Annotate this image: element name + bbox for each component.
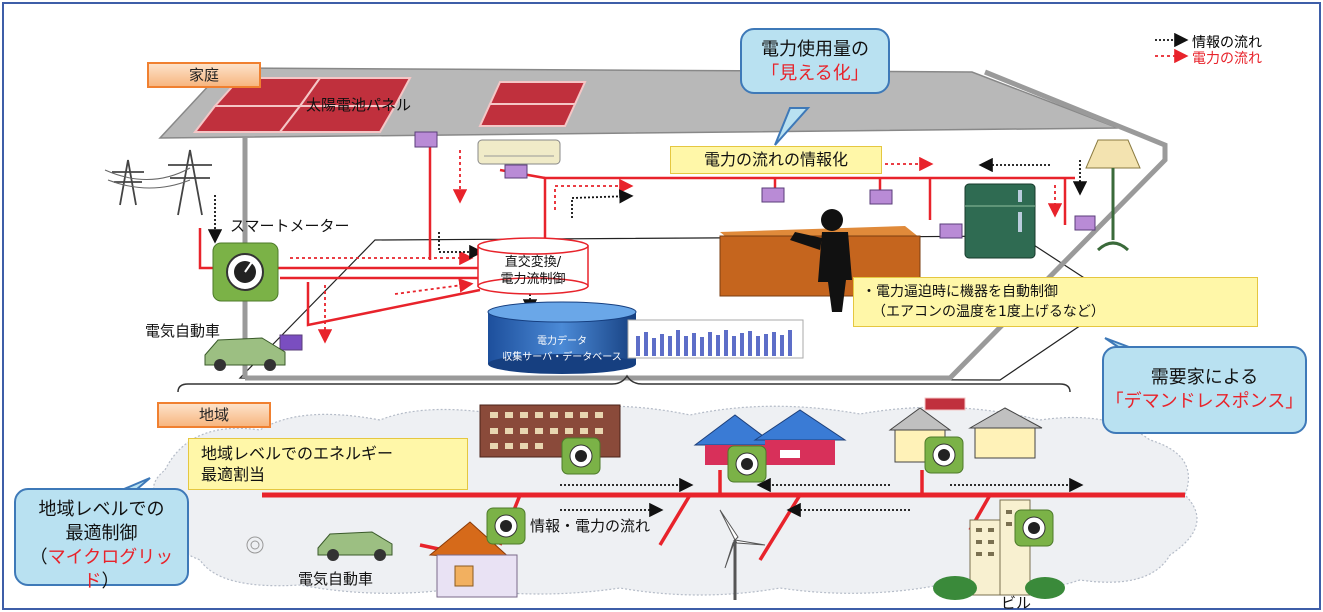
- callout-mg-paren-close: ）: [101, 571, 120, 592]
- section-tag-region: 地域: [157, 402, 271, 428]
- air-conditioner-icon: [477, 139, 561, 165]
- callout-dr-line1: 需要家による: [1150, 367, 1259, 388]
- ev-home-label: 電気自動車: [145, 322, 221, 340]
- legend-info: 情報の流れ: [1192, 32, 1262, 52]
- house-orange-roof-icon: [428, 521, 518, 598]
- legend-power-label: 電力の流れ: [1192, 51, 1262, 67]
- junction-boxes: [279, 131, 1096, 351]
- power-pylon-icon: [104, 149, 212, 216]
- section-tag-home: 家庭: [147, 62, 261, 88]
- data-server-cylinder: [487, 301, 637, 374]
- ev-car-icon-region: [317, 531, 393, 561]
- region-flow-label: 情報・電力の流れ: [530, 517, 651, 535]
- callout-mg-line2: 最適制御: [65, 523, 138, 544]
- callout-mg-line1: 地域レベルでの: [38, 499, 165, 520]
- callout-visualize-line1: 電力使用量の: [761, 39, 869, 60]
- callout-demand-response: 需要家による 「デマンドレスポンス」: [1102, 346, 1307, 434]
- energy-allocation-box: 地域レベルでのエネルギー 最適割当: [188, 438, 468, 490]
- ev-car-icon-home: [204, 337, 286, 371]
- wind-turbine-icon: [719, 509, 766, 600]
- legend-info-label: 情報の流れ: [1192, 35, 1262, 51]
- floor-lamp-icon: [1085, 139, 1141, 252]
- solar-panel-array: [192, 77, 587, 133]
- smart-meter-label: スマートメーター: [230, 217, 350, 235]
- person-silhouette-icon: [790, 209, 852, 312]
- callout-visualize-line2: 「見える化」: [761, 63, 869, 84]
- dc-ac-label-1: 直交変換/: [504, 255, 562, 270]
- smart-meter-icon: [212, 242, 279, 302]
- building-label: ビル: [1001, 594, 1032, 612]
- refrigerator-icon: [964, 183, 1036, 259]
- region-info-arrows: [560, 477, 1084, 518]
- server-label-1: 電力データ: [537, 336, 587, 347]
- region-smart-meters: [486, 436, 1054, 547]
- server-label-2: 収集サーバ・データベース: [502, 352, 622, 363]
- region-cloud: [153, 405, 1198, 596]
- callout-mg-paren-open: （: [29, 547, 48, 568]
- home-brace: [177, 374, 1071, 393]
- callout-mg-line3: （マイクログリッド）: [16, 546, 187, 594]
- callout-mg-microgrid: マイクログリッド: [47, 547, 174, 592]
- callout-dr-line2: 「デマンドレスポンス」: [1105, 391, 1304, 412]
- ev-region-label: 電気自動車: [298, 570, 374, 588]
- info-flow-box: 電力の流れの情報化: [670, 146, 882, 174]
- dc-ac-label-2: 電力流制御: [500, 272, 566, 287]
- legend-power: 電力の流れ: [1192, 48, 1262, 68]
- chart-bars: [636, 330, 792, 356]
- wind-swirl-icon: [246, 536, 264, 554]
- energy-box-line-2: 最適割当: [201, 465, 266, 484]
- auto-control-line-1: ・電力逼迫時に機器を自動制御: [862, 284, 1058, 300]
- auto-control-line-2: （エアコンの温度を1度上げるなど）: [872, 304, 1105, 320]
- callout-microgrid: 地域レベルでの 最適制御 （マイクログリッド）: [14, 488, 189, 592]
- data-chart-thumbnail: [627, 319, 804, 359]
- houses-yellow-icon: [888, 397, 1043, 463]
- dc-ac-converter-cylinder: [477, 237, 589, 295]
- callout-tail-visualize: [774, 107, 811, 146]
- energy-box-line-1: 地域レベルでのエネルギー: [201, 444, 394, 463]
- callout-visualize: 電力使用量の 「見える化」: [740, 28, 890, 94]
- solar-panel-label: 太陽電池パネル: [306, 96, 412, 114]
- auto-control-box: ・電力逼迫時に機器を自動制御 （エアコンの温度を1度上げるなど）: [853, 277, 1258, 327]
- power-flow-arrows: [290, 48, 1189, 344]
